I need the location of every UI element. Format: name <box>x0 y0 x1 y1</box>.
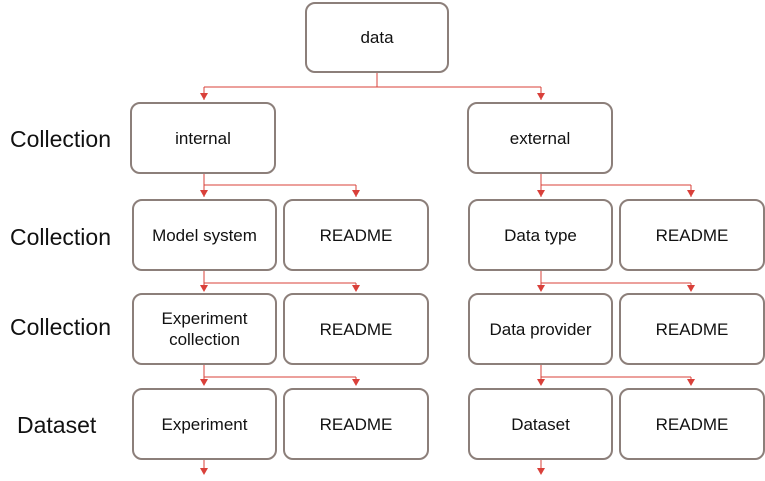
connector-root <box>203 73 542 100</box>
arrowhead <box>352 379 360 386</box>
node-readme-external-1[interactable]: README <box>619 199 765 271</box>
arrowhead <box>537 285 545 292</box>
node-readme-internal-3[interactable]: README <box>283 388 429 460</box>
connector-data-type <box>540 271 692 291</box>
connector-data-provider <box>540 365 692 385</box>
node-readme-external-3[interactable]: README <box>619 388 765 460</box>
node-readme-internal-2[interactable]: README <box>283 293 429 365</box>
arrowhead <box>687 190 695 197</box>
arrowhead <box>200 285 208 292</box>
row-label-collection-1: Collection <box>10 126 111 152</box>
node-model-system[interactable]: Model system <box>132 199 277 271</box>
arrowhead <box>352 190 360 197</box>
arrowhead <box>352 285 360 292</box>
arrowhead <box>537 379 545 386</box>
node-data-provider[interactable]: Data provider <box>468 293 613 365</box>
node-dataset[interactable]: Dataset <box>468 388 613 460</box>
node-experiment-collection[interactable]: Experiment collection <box>132 293 277 365</box>
connector-internal <box>203 174 357 197</box>
arrowhead <box>687 379 695 386</box>
arrowhead <box>537 468 545 475</box>
arrowhead <box>200 190 208 197</box>
node-experiment[interactable]: Experiment <box>132 388 277 460</box>
arrowhead <box>537 190 545 197</box>
arrowhead <box>687 285 695 292</box>
arrowhead <box>200 379 208 386</box>
arrowhead <box>200 468 208 475</box>
row-label-dataset: Dataset <box>17 412 97 438</box>
row-label-collection-3: Collection <box>10 314 111 340</box>
connector-experiment-collection <box>203 365 357 385</box>
node-data-type[interactable]: Data type <box>468 199 613 271</box>
row-label-collection-2: Collection <box>10 224 111 250</box>
arrowhead <box>537 93 545 100</box>
connector-external <box>540 174 692 197</box>
node-external[interactable]: external <box>467 102 613 174</box>
node-readme-external-2[interactable]: README <box>619 293 765 365</box>
connector-model-system <box>203 271 357 291</box>
node-internal[interactable]: internal <box>130 102 276 174</box>
node-readme-internal-1[interactable]: README <box>283 199 429 271</box>
node-data-root[interactable]: data <box>305 2 449 73</box>
arrowhead <box>200 93 208 100</box>
